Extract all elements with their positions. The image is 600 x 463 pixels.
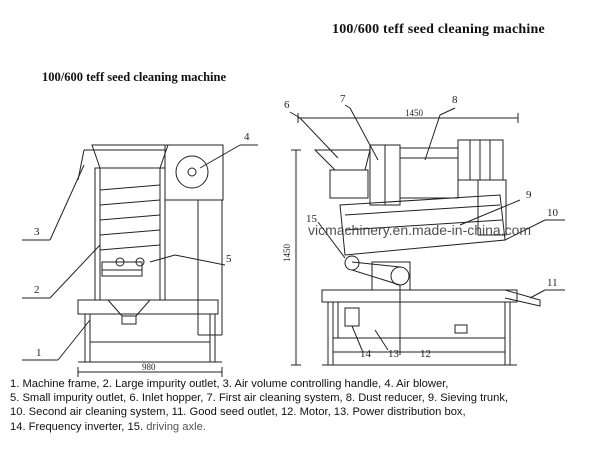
leader-5 [174,254,226,266]
frequency-inverter [344,307,360,327]
dust-reducer [399,147,459,199]
sieve-line [344,204,501,216]
legend-line: 10. Second air cleaning system, 11. Good… [10,406,466,419]
driving-axle [344,255,360,271]
box-handle [454,324,468,334]
parts-legend: 1. Machine frame, 2. Large impurity outl… [10,377,596,434]
blower-fan [175,155,209,189]
roller [135,257,145,267]
leader-5 [149,254,176,263]
blower-hub [187,167,197,177]
callout-7: 7 [340,93,346,105]
leader-14 [351,325,363,351]
inlet-hopper [313,149,371,171]
motor-pulley [390,266,410,286]
good-seed-outlet [504,289,541,307]
leader-6 [299,117,339,159]
blower-housing [164,144,224,201]
screen-slat [99,244,161,251]
legend-line: 1. Machine frame, 2. Large impurity outl… [10,378,449,390]
callout-3: 3 [34,226,40,238]
right-frame-top [321,289,518,303]
callout-5: 5 [226,253,232,265]
right-view: 1450 1450 [282,93,565,366]
legend-line: 5. Small impurity outlet, 6. Inlet hoppe… [10,392,509,405]
legend-text: 14. Frequency inverter, 15. [10,420,147,433]
small-impurity-outlet [101,261,143,277]
callout-15: 15 [306,213,318,225]
screen-slat [99,199,161,206]
callout-9: 9 [526,189,532,201]
leader-10 [504,219,546,241]
legend-line: 14. Frequency inverter, 15. driving axle… [10,420,596,434]
callout-8: 8 [452,94,458,106]
leader-15 [317,221,346,259]
hopper-body [329,169,369,199]
leader-9 [459,199,521,226]
left-funnel-spout [121,315,137,325]
leader-3 [49,164,85,241]
page-title: 100/600 teff seed cleaning machine [332,22,545,37]
leader-8 [424,114,441,161]
callout-13: 13 [388,348,400,360]
leader-2 [49,244,101,299]
screen-slat [99,184,161,191]
callout-14: 14 [360,348,372,360]
dim-label-width: 1450 [405,108,424,118]
legend-text-accent: driving axle. [146,420,206,433]
sieve-line [344,219,503,231]
left-body [94,167,166,301]
dim-label-base: 980 [142,362,156,372]
second-air-cleaning [477,179,507,236]
leader-6 [289,111,301,119]
callout-2: 2 [34,284,40,296]
leader-8 [439,107,456,116]
left-view: 980 1 2 3 4 [22,131,258,377]
screen-slat [99,214,161,221]
callout-1: 1 [36,347,42,359]
roller [115,257,125,267]
screen-slat [99,229,161,236]
callout-10: 10 [547,207,559,219]
watermark-text: vicmachinery.en.made-in-china.com [308,222,532,238]
leader-13 [374,329,389,351]
dim-label-height: 1450 [282,244,292,263]
leader-1 [57,319,91,361]
right-frame-lower-bar [332,337,506,353]
power-distribution-box [337,301,401,339]
leader-11 [529,289,546,299]
belt [351,261,401,268]
leader-7 [349,107,379,161]
left-hopper [91,144,169,169]
callout-4: 4 [244,131,250,143]
drawing-subtitle: 100/600 teff seed cleaning machine [42,70,227,84]
leader-4 [199,144,241,169]
leader-7 [344,104,351,109]
callout-6: 6 [284,99,290,111]
belt [351,269,401,286]
callout-12: 12 [420,348,431,360]
callout-11: 11 [547,277,558,289]
